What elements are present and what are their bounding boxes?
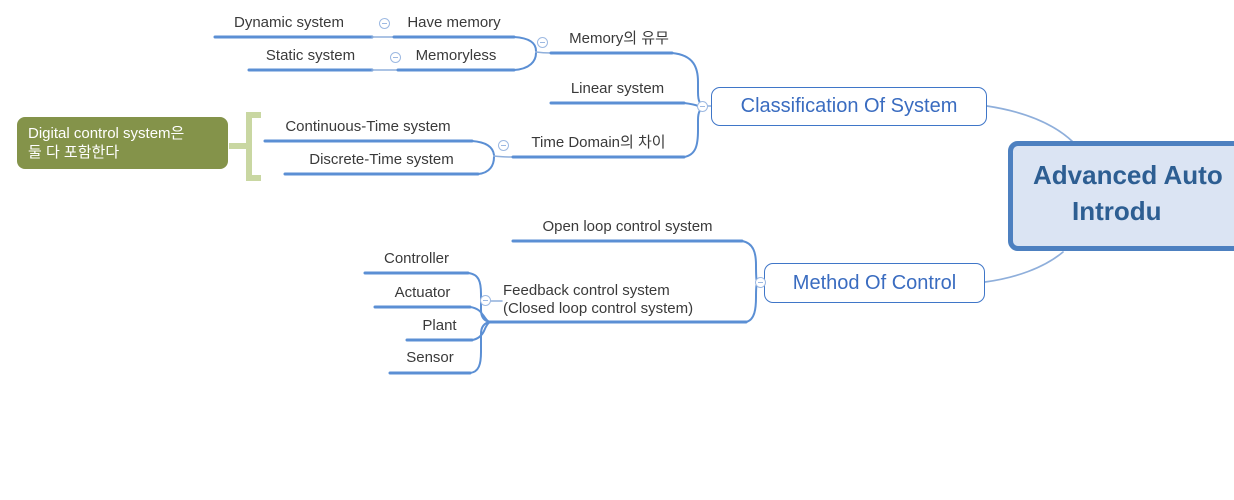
- topic-memoryless[interactable]: Memoryless: [415, 47, 497, 64]
- collapse-icon-classification[interactable]: [697, 101, 708, 112]
- branch-node-classification[interactable]: Classification Of System: [711, 87, 987, 126]
- memoryless-curve: [513, 52, 537, 71]
- root-node[interactable]: Advanced Auto Introdu: [1008, 141, 1234, 251]
- feedback-curve: [745, 282, 758, 323]
- note-bracket: [229, 112, 261, 181]
- topic-have-memory[interactable]: Have memory: [407, 14, 501, 31]
- root-curve-bottom: [984, 251, 1064, 283]
- root-title-line1: Advanced Auto: [1033, 160, 1223, 190]
- root-title-line2: Introdu: [1072, 196, 1162, 226]
- collapse-icon-memoryless[interactable]: [390, 52, 401, 63]
- topic-controller[interactable]: Controller: [383, 250, 450, 267]
- collapse-icon-have-memory[interactable]: [379, 18, 390, 29]
- sensor-curve: [469, 321, 491, 374]
- time-domain-curve: [683, 105, 707, 158]
- note-line2: 둘 다 포함한다: [28, 144, 120, 161]
- continuous-curve: [471, 140, 495, 156]
- topic-continuous-time[interactable]: Continuous-Time system: [285, 118, 451, 135]
- topic-memory-group[interactable]: Memory의 유무: [569, 30, 669, 47]
- topic-linear-system[interactable]: Linear system: [570, 80, 665, 97]
- collapse-icon-feedback[interactable]: [480, 295, 491, 306]
- discrete-curve: [477, 156, 495, 175]
- time-domain-junction-connector: [493, 155, 514, 158]
- open-loop-curve: [741, 240, 758, 284]
- have-memory-curve: [513, 36, 537, 52]
- collapse-icon-time-domain[interactable]: [498, 140, 509, 151]
- feedback-line1: Feedback control system: [503, 282, 670, 299]
- topic-static-system[interactable]: Static system: [265, 47, 356, 64]
- collapse-icon-method[interactable]: [755, 277, 766, 288]
- topic-plant[interactable]: Plant: [422, 317, 457, 334]
- topic-actuator[interactable]: Actuator: [394, 284, 451, 301]
- topic-dynamic-system[interactable]: Dynamic system: [233, 14, 345, 31]
- topic-discrete-time[interactable]: Discrete-Time system: [309, 151, 454, 168]
- note-line1: Digital control system은: [28, 125, 185, 142]
- topic-open-loop[interactable]: Open loop control system: [542, 218, 713, 235]
- topic-feedback[interactable]: Feedback control system (Closed loop con…: [503, 282, 693, 318]
- topic-time-domain[interactable]: Time Domain의 차이: [531, 134, 666, 151]
- collapse-icon-memory-group[interactable]: [537, 37, 548, 48]
- memory-junction-connector: [535, 51, 552, 54]
- root-curve-top: [986, 105, 1074, 143]
- callout-note[interactable]: Digital control system은 둘 다 포함한다: [17, 117, 228, 169]
- branch-node-method[interactable]: Method Of Control: [764, 263, 985, 303]
- feedback-line2: (Closed loop control system): [503, 300, 694, 317]
- actuator-curve: [469, 306, 491, 323]
- linear-curve: [683, 102, 699, 107]
- topic-sensor[interactable]: Sensor: [406, 349, 454, 366]
